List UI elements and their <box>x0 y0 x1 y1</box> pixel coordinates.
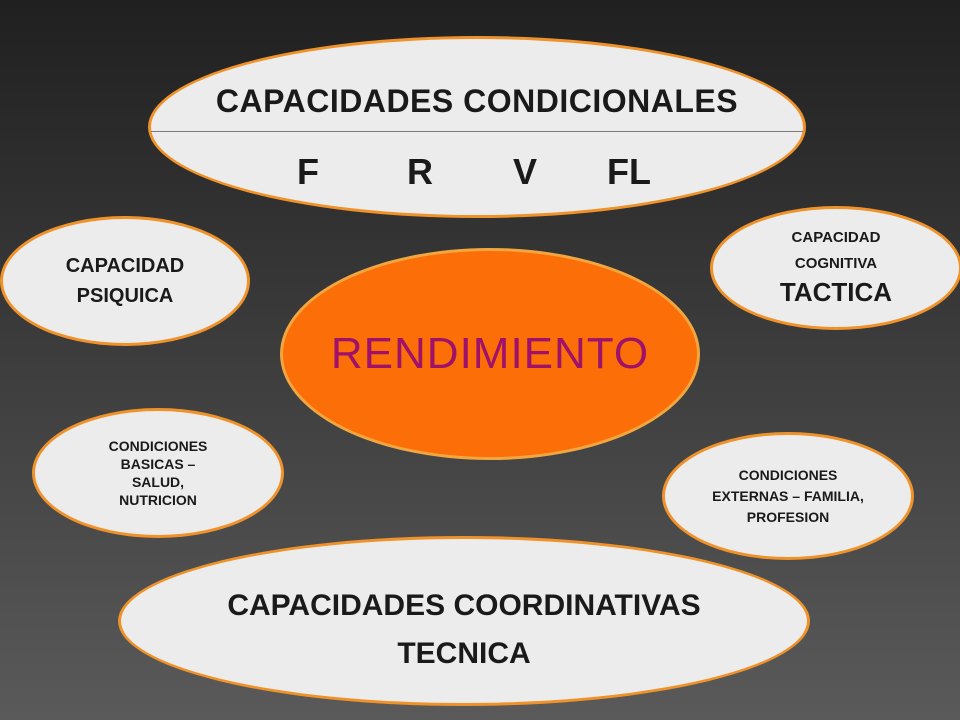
externas-line-2: EXTERNAS – FAMILIA, <box>712 487 864 504</box>
tecnica-label: TECNICA <box>397 637 531 670</box>
cognitiva-line-1: CAPACIDAD <box>791 229 881 246</box>
basicas-line-3: SALUD, <box>131 474 185 490</box>
tactica-label: TACTICA <box>779 277 893 307</box>
cognitiva-line-2: COGNITIVA <box>794 255 878 272</box>
rendimiento-label: RENDIMIENTO <box>330 329 650 378</box>
capacidades-condicionales-oval: CAPACIDADES CONDICIONALES F R V FL <box>148 36 806 218</box>
capacidades-coordinativas-oval: CAPACIDADES COORDINATIVAS TECNICA <box>118 536 810 706</box>
capacidad-psiquica-oval: CAPACIDAD PSIQUICA <box>0 216 250 346</box>
psiquica-line-1: CAPACIDAD <box>65 255 185 277</box>
rendimiento-oval: RENDIMIENTO <box>280 248 700 460</box>
letter-r: R <box>407 151 433 192</box>
psiquica-line-2: PSIQUICA <box>76 285 174 307</box>
capacidades-condicionales-title: CAPACIDADES CONDICIONALES <box>215 83 739 119</box>
letter-f: F <box>297 151 319 192</box>
basicas-line-4: NUTRICION <box>119 492 197 508</box>
basicas-line-2: BASICAS – <box>120 456 196 472</box>
externas-line-1: CONDICIONES <box>738 466 838 483</box>
basicas-line-1: CONDICIONES <box>108 438 208 454</box>
divider-line <box>151 131 803 132</box>
condiciones-basicas-oval: CONDICIONES BASICAS – SALUD, NUTRICION <box>32 408 284 538</box>
externas-line-3: PROFESION <box>746 508 830 525</box>
letter-v: V <box>513 151 538 192</box>
condiciones-externas-oval: CONDICIONES EXTERNAS – FAMILIA, PROFESIO… <box>662 432 914 560</box>
capacidades-coordinativas-title: CAPACIDADES COORDINATIVAS <box>227 589 701 622</box>
letter-fl: FL <box>607 151 651 192</box>
condicionales-letters: F R V FL <box>151 151 803 201</box>
capacidad-cognitiva-oval: CAPACIDAD COGNITIVA TACTICA <box>710 206 960 330</box>
